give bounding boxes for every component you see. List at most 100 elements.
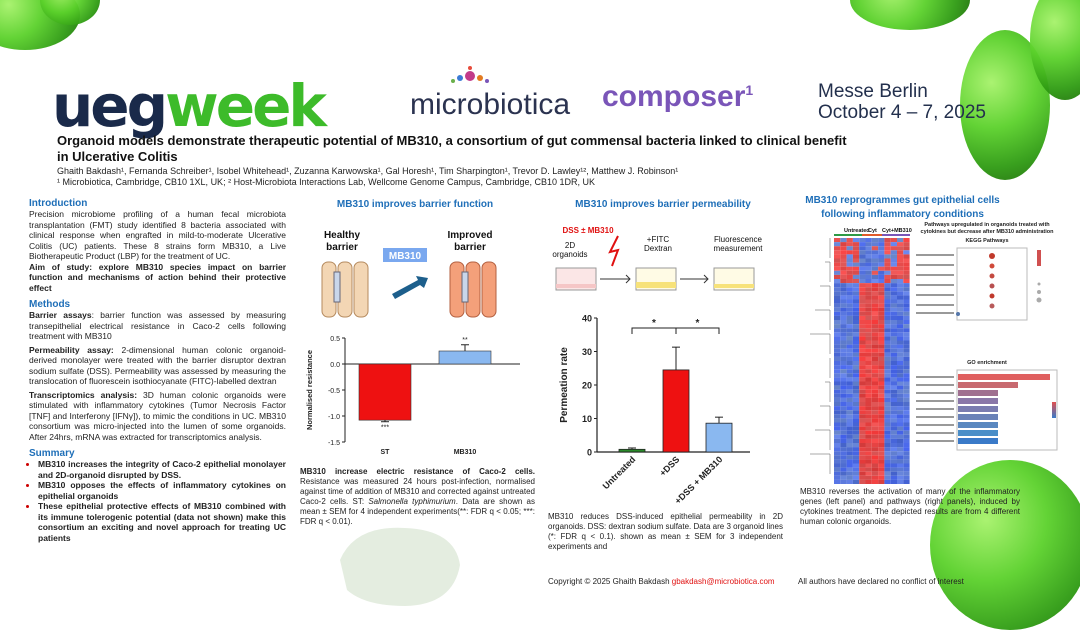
heatmap-cell: [878, 410, 885, 415]
heatmap-cell: [897, 250, 904, 255]
heatmap-cell: [897, 377, 904, 382]
heatmap-cell: [897, 447, 904, 452]
heatmap-cell: [884, 410, 891, 415]
heatmap-cell: [884, 344, 891, 349]
heatmap-cell: [840, 324, 847, 329]
significance-label: ***: [381, 425, 389, 432]
email-link[interactable]: gbakdash@microbiotica.com: [671, 577, 775, 586]
aim-text: Aim of study: explore MB310 species impa…: [29, 261, 286, 293]
heatmap-cell: [859, 430, 866, 435]
heatmap-cell: [884, 352, 891, 357]
heatmap-cell: [846, 389, 853, 394]
heatmap-cell: [884, 418, 891, 423]
heatmap-cell: [890, 361, 897, 366]
heatmap-cell: [903, 328, 910, 333]
fig2-schematic: DSS ± MB310 2D organoids +FITC Dextran F…: [548, 222, 788, 297]
heatmap-cell: [884, 270, 891, 275]
heatmap-cell: [846, 250, 853, 255]
heatmap-cell: [846, 320, 853, 325]
heatmap-cell: [897, 324, 904, 329]
heatmap-cell: [852, 320, 860, 325]
heatmap-cell: [840, 410, 847, 415]
heatmap-cell: [878, 463, 885, 468]
heatmap-cell: [846, 369, 853, 374]
heatmap-cell: [840, 406, 847, 411]
heatmap-cell: [878, 430, 885, 435]
heatmap-cell: [846, 352, 853, 357]
heatmap-cell: [871, 295, 879, 300]
heatmap-cell: [884, 369, 891, 374]
improved-cells-icon: [449, 261, 497, 318]
heatmap-cell: [852, 369, 860, 374]
heatmap-cell: [859, 451, 866, 456]
heatmap-cell: [890, 381, 897, 386]
heatmap-cell: [859, 242, 866, 247]
heatmap-cell: [834, 422, 841, 427]
heatmap-cell: [865, 258, 872, 263]
heatmap-cell: [865, 455, 872, 460]
heatmap-cell: [884, 455, 891, 460]
heatmap-cell: [834, 438, 841, 443]
heatmap-cell: [878, 365, 885, 370]
kegg-panel: Pathways upregulated in organoids treate…: [912, 222, 1062, 332]
heatmap-cell: [884, 463, 891, 468]
heatmap-cell: [890, 250, 897, 255]
heatmap-cell: [903, 463, 910, 468]
heatmap-cell: [840, 266, 847, 271]
heatmap-cell: [890, 266, 897, 271]
heatmap-cell: [871, 455, 879, 460]
heatmap-cell: [890, 397, 897, 402]
heatmap-cell: [890, 352, 897, 357]
heatmap-cell: [846, 242, 853, 247]
heatmap-cell: [878, 254, 885, 259]
dendrogram-branch: [820, 285, 831, 306]
heatmap-cell: [840, 332, 847, 337]
heatmap-cell: [859, 381, 866, 386]
y-tick-label: 0.5: [330, 336, 340, 343]
heatmap-cell: [852, 340, 860, 345]
fig1-schematic: Healthy barrier Improved barrier MB310: [300, 222, 535, 322]
heatmap-cell: [871, 381, 879, 386]
heatmap-cell: [884, 451, 891, 456]
heatmap-cell: [834, 291, 841, 296]
heatmap-cell: [903, 262, 910, 267]
heatmap-cell: [878, 414, 885, 419]
heatmap-cell: [897, 389, 904, 394]
heatmap-cell: [840, 438, 847, 443]
heatmap-cell: [871, 242, 879, 247]
dendrogram-branch: [820, 405, 831, 426]
heatmap-cell: [903, 320, 910, 325]
heatmap-cell: [852, 299, 860, 304]
heatmap-cell: [865, 365, 872, 370]
heatmap-cell: [834, 279, 841, 284]
heatmap-cell: [865, 459, 872, 464]
heatmap-cell: [878, 299, 885, 304]
heatmap-cell: [852, 332, 860, 337]
heatmap-cell: [871, 402, 879, 407]
heatmap-cell: [897, 356, 904, 361]
heatmap-cell: [903, 340, 910, 345]
heatmap-cell: [865, 311, 872, 316]
heatmap-cell: [884, 274, 891, 279]
heatmap-cell: [834, 479, 841, 484]
heatmap-cell: [852, 356, 860, 361]
summary-item: These epithelial protective effects of M…: [38, 501, 286, 543]
label-improved-2: barrier: [454, 242, 486, 253]
heatmap-cell: [859, 475, 866, 480]
go-title: GO enrichment: [967, 360, 1007, 366]
heatmap-cell: [890, 348, 897, 353]
heatmap-cell: [884, 406, 891, 411]
heatmap-cell: [871, 279, 879, 284]
logo-composer: composer1: [602, 80, 754, 113]
heatmap-cell: [852, 287, 860, 292]
heatmap-cell: [865, 385, 872, 390]
sig-bracket: [675, 327, 720, 335]
heatmap-cell: [840, 422, 847, 427]
footer-copyright: Copyright © 2025 Ghaith Bakdash gbakdash…: [548, 577, 775, 586]
heatmap-cell: [840, 287, 847, 292]
heatmap-cell: [840, 385, 847, 390]
heatmap-cell: [884, 426, 891, 431]
heatmap-cell: [871, 340, 879, 345]
